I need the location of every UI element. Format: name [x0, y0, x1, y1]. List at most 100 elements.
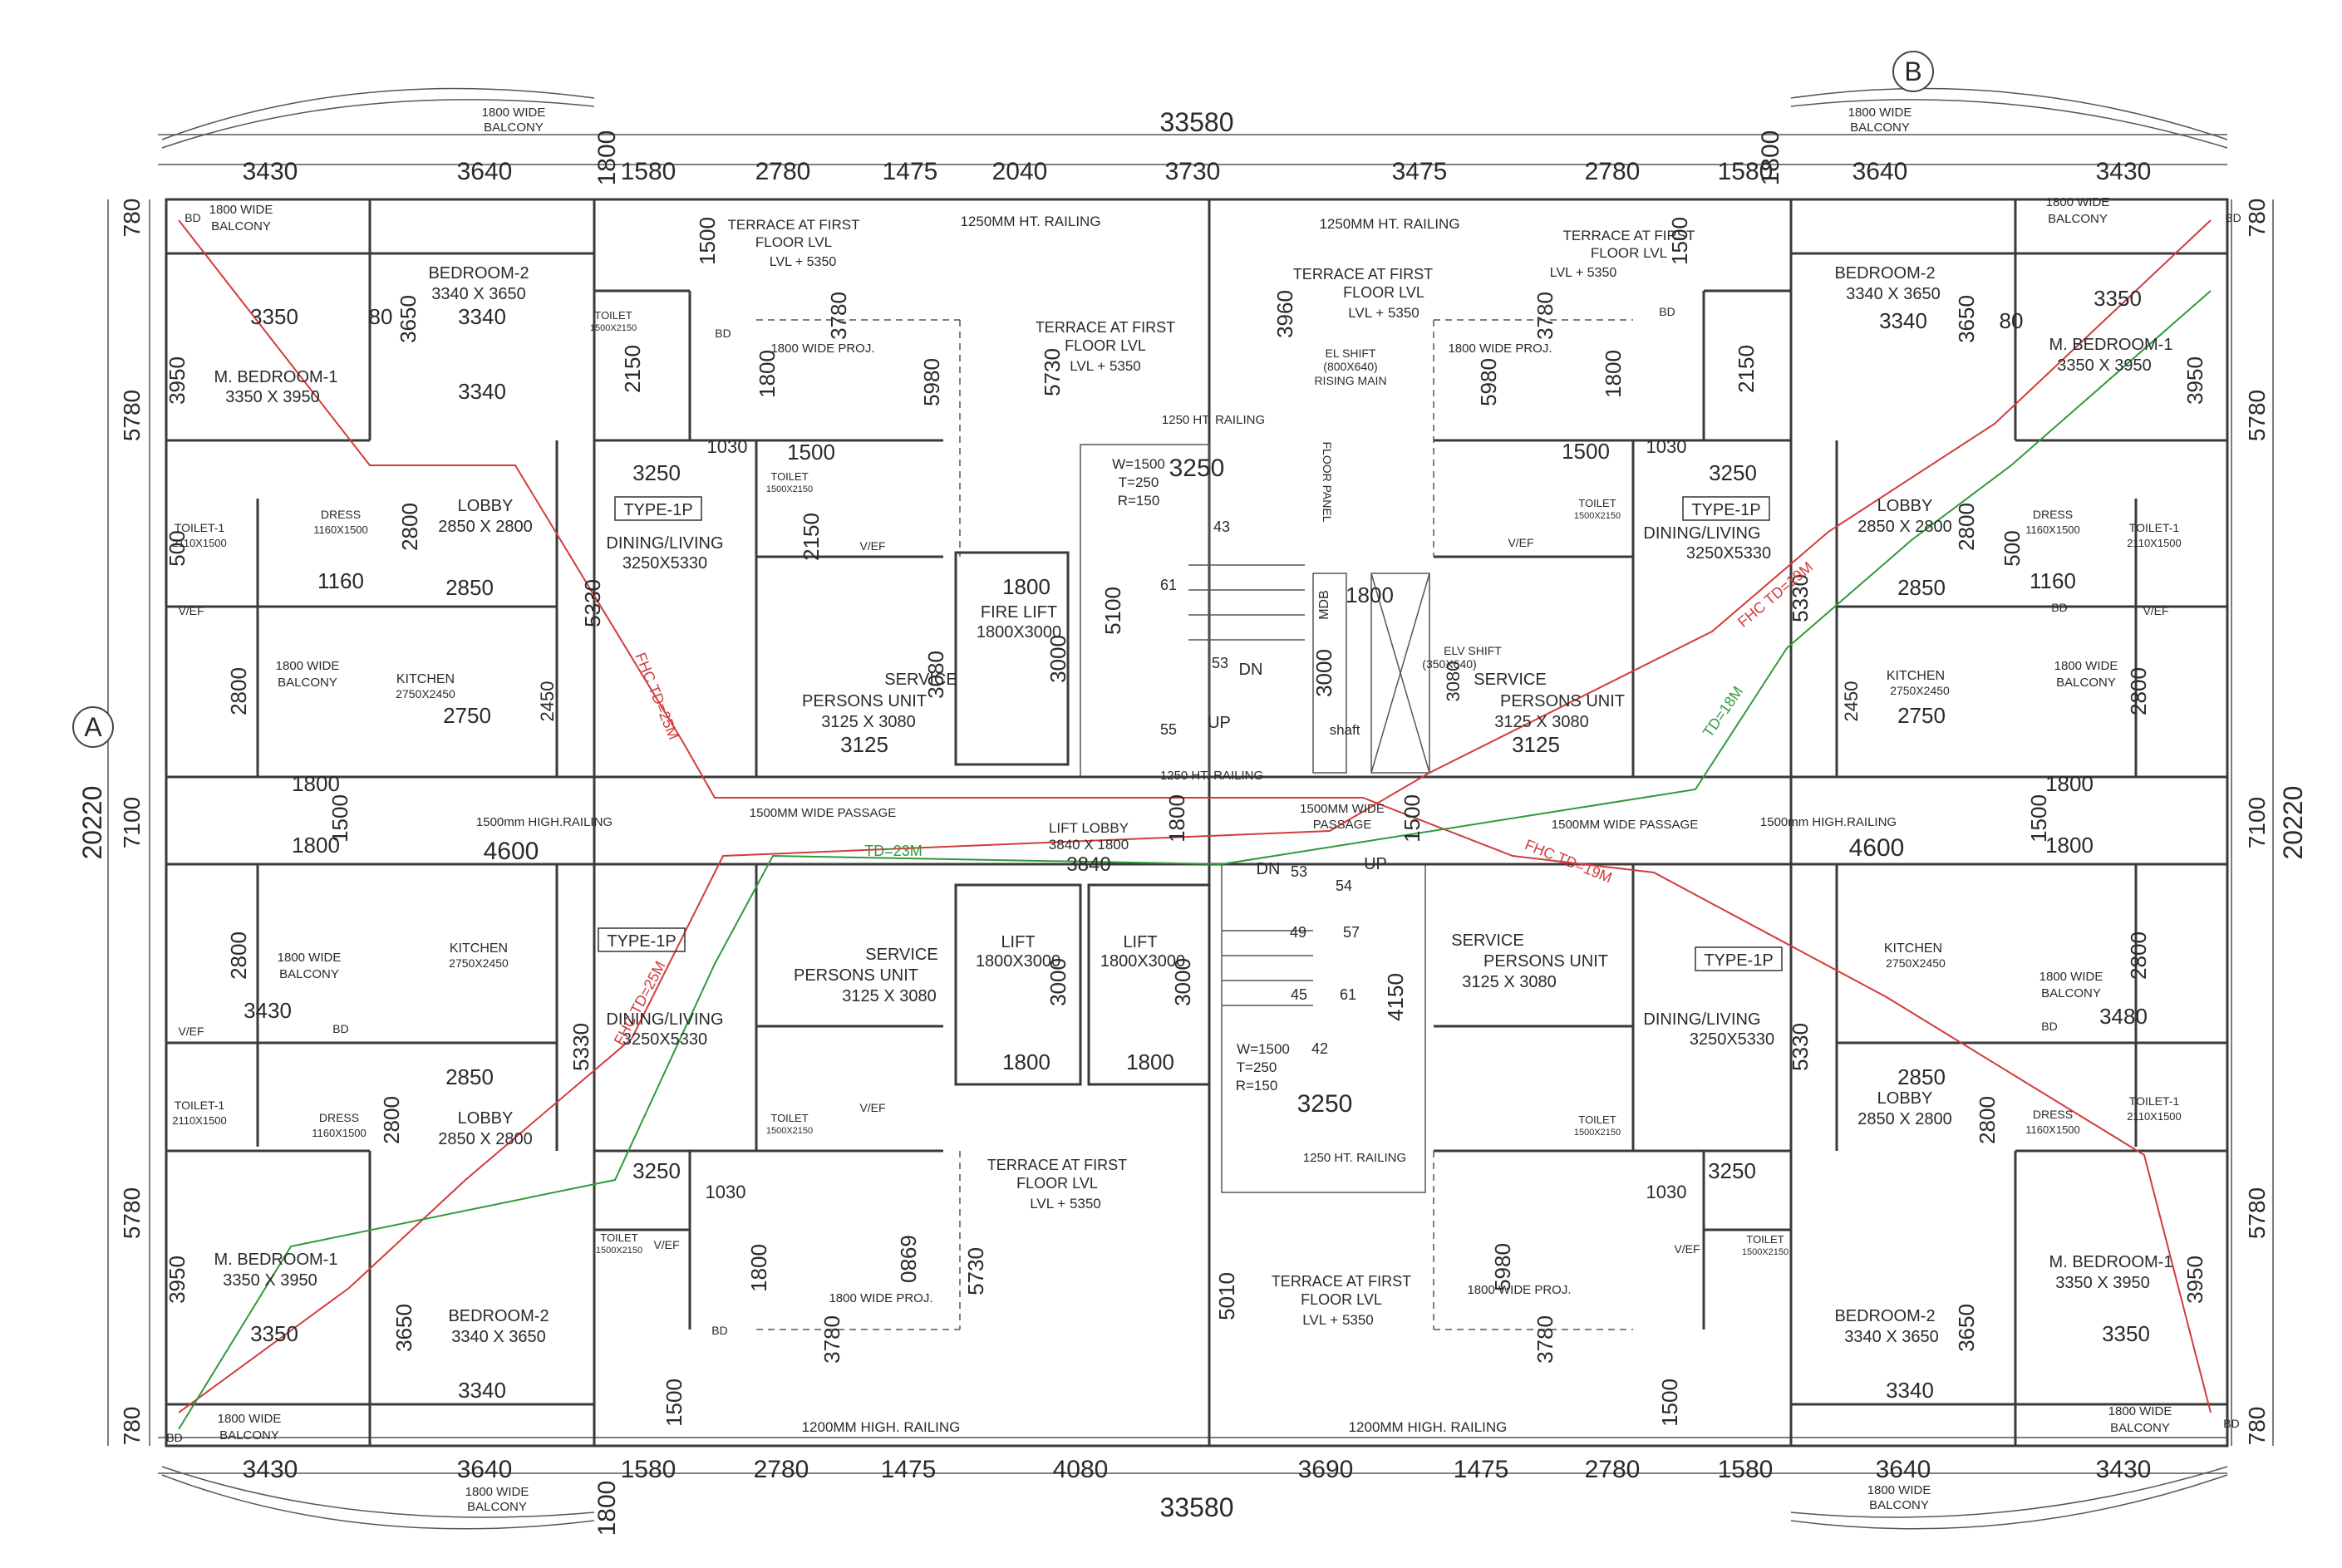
room-size: 3250X5330 [622, 1030, 707, 1049]
dim: 3080 [923, 651, 948, 699]
dim: 3950 [165, 356, 189, 405]
dim: 1800 [1164, 794, 1189, 843]
tag-vef: V/EF [178, 604, 204, 617]
stair-down-label: DN [1257, 860, 1281, 878]
balcony-label: 1800 WIDE [465, 1485, 529, 1499]
terrace-label: FLOOR LVL [1343, 284, 1424, 301]
el-shift-size: (800X640) [1323, 360, 1377, 373]
dim: 80 [2000, 308, 2024, 333]
unit-bottom-left-walls [166, 864, 961, 1446]
shaft-label: shaft [1330, 722, 1360, 738]
dim: 1500 [695, 217, 720, 265]
room-name-dining: DINING/LIVING [606, 534, 723, 553]
terrace-label: TERRACE AT FIRST [1036, 319, 1175, 336]
dim: 3250 [1709, 460, 1757, 485]
equipment-tags: BD BD BD BD BD BD BD BD BD BD V/EF V/EF … [166, 211, 2241, 1444]
dim: 1500 [327, 794, 352, 843]
room-size: 1500X2150 [1742, 1247, 1788, 1257]
room-size: 1500X2150 [590, 323, 637, 333]
room-size: 2110X1500 [2127, 1110, 2182, 1123]
unit-type-tag: TYPE-1P [607, 932, 676, 951]
bottom-dim: 1475 [1454, 1456, 1509, 1483]
room-name-kitchen: KITCHEN [450, 941, 508, 956]
balcony-label: BALCONY [219, 1428, 279, 1443]
dim: 2850 [1897, 1064, 1946, 1089]
railing-label: 1250 HT. RAILING [1162, 413, 1265, 427]
room-size: 1500X2150 [596, 1246, 642, 1256]
room-name-dress: DRESS [2033, 1108, 2073, 1121]
fire-travel-lines [178, 219, 2212, 1430]
dim: 5980 [1490, 1243, 1515, 1291]
top-dim: 3475 [1392, 158, 1448, 185]
dim: 1800 [1346, 582, 1394, 607]
projection-label: 1800 WIDE PROJ. [829, 1291, 932, 1305]
bottom-dim: 4080 [1053, 1456, 1109, 1483]
dim: 5330 [1788, 1023, 1813, 1071]
room-size: 2750X2450 [1890, 684, 1950, 697]
terrace-level: LVL + 5350 [1302, 1312, 1374, 1328]
dim: 4150 [1383, 973, 1408, 1021]
room-size: 2110X1500 [2127, 537, 2182, 549]
room-size: 3350 X 3950 [225, 388, 319, 406]
room-name-lobby: LOBBY [1877, 1089, 1933, 1108]
dim: 1030 [706, 1182, 746, 1202]
room-size: 1160X1500 [312, 1127, 367, 1139]
dim: 5980 [919, 358, 944, 406]
bottom-dim: 1580 [621, 1456, 677, 1483]
stair-width: W=1500 [1112, 456, 1165, 472]
room-size: 3350 X 3950 [2057, 356, 2151, 375]
room-size: 1500X2150 [1574, 511, 1621, 521]
stair-down-label: DN [1239, 661, 1263, 679]
top-dim: 1800 [593, 130, 621, 186]
bottom-dim: 1580 [1718, 1456, 1774, 1483]
room-size: 1500X2150 [766, 1126, 813, 1136]
dim: 1800 [292, 833, 340, 858]
dim: 2150 [1734, 345, 1759, 393]
dim: 3340 [1886, 1378, 1934, 1403]
lift-lobby-label: LIFT LOBBY [1049, 820, 1129, 836]
tag-bd: BD [185, 211, 200, 224]
dim: 3080 [1443, 661, 1464, 702]
room-name-toilet-1: TOILET-1 [2129, 1094, 2180, 1108]
tag-vef: V/EF [1674, 1242, 1700, 1256]
dim: 2850 [445, 575, 494, 600]
room-name-service: SERVICE [884, 671, 957, 689]
interior-dimensions: 3350 80 3340 3340 3950 3650 3250 2850 28… [165, 217, 2207, 1427]
unit-top-right-walls [1433, 199, 2227, 777]
dim: 3000 [1311, 649, 1336, 697]
dim: 3780 [819, 1315, 844, 1364]
dim: 1030 [707, 436, 748, 457]
dim: 2850 [1897, 575, 1946, 600]
core-labels: FIRE LIFT 1800X3000 LIFT 1800X3000 LIFT … [476, 214, 1897, 1435]
dim: 2750 [1897, 703, 1946, 728]
side-dim-7100: 7100 [2244, 797, 2270, 848]
overall-dimension-lines [107, 134, 2274, 1474]
side-dim-780: 780 [119, 1407, 145, 1446]
room-size: 1160X1500 [313, 523, 368, 536]
bottom-dim: 3690 [1298, 1456, 1354, 1483]
balcony-label: 1800 WIDE [1848, 106, 1912, 120]
dim: 1160 [2030, 568, 2076, 593]
dim: 1500 [662, 1379, 686, 1427]
dim: 2800 [379, 1096, 404, 1144]
stair-step-number: 43 [1213, 519, 1230, 535]
travel-distance-label: TD=23M [864, 843, 923, 859]
bottom-dim: 3430 [243, 1456, 298, 1483]
bottom-dimension-row: 3430 3640 1800 1580 2780 1475 4080 3690 … [243, 1456, 2152, 1536]
dim: 5730 [1040, 348, 1065, 396]
stair-step-number: 53 [1291, 863, 1307, 880]
el-shift-label: EL SHIFT [1326, 347, 1376, 360]
lift-size: 1800X3000 [976, 952, 1060, 971]
dim: 1500 [1400, 794, 1424, 843]
bottom-dim: 1475 [881, 1456, 937, 1483]
unit-type-tags: TYPE-1P TYPE-1P TYPE-1P TYPE-1P [598, 496, 1783, 971]
balcony-label: 1800 WIDE [276, 659, 340, 673]
stair-riser: R=150 [1118, 493, 1160, 509]
room-name-service: PERSONS UNIT [1500, 692, 1625, 710]
dim: 3650 [396, 295, 421, 343]
projection-label: 1800 WIDE PROJ. [1467, 1283, 1571, 1297]
fire-travel-labels: TD=23M TD=18M FHC TD=25M FHC TD=25M FHC … [611, 558, 1816, 1048]
room-size: 1500X2150 [766, 484, 813, 494]
balcony-label: 1800 WIDE [482, 106, 546, 120]
bottom-dim: 3640 [457, 1456, 513, 1483]
